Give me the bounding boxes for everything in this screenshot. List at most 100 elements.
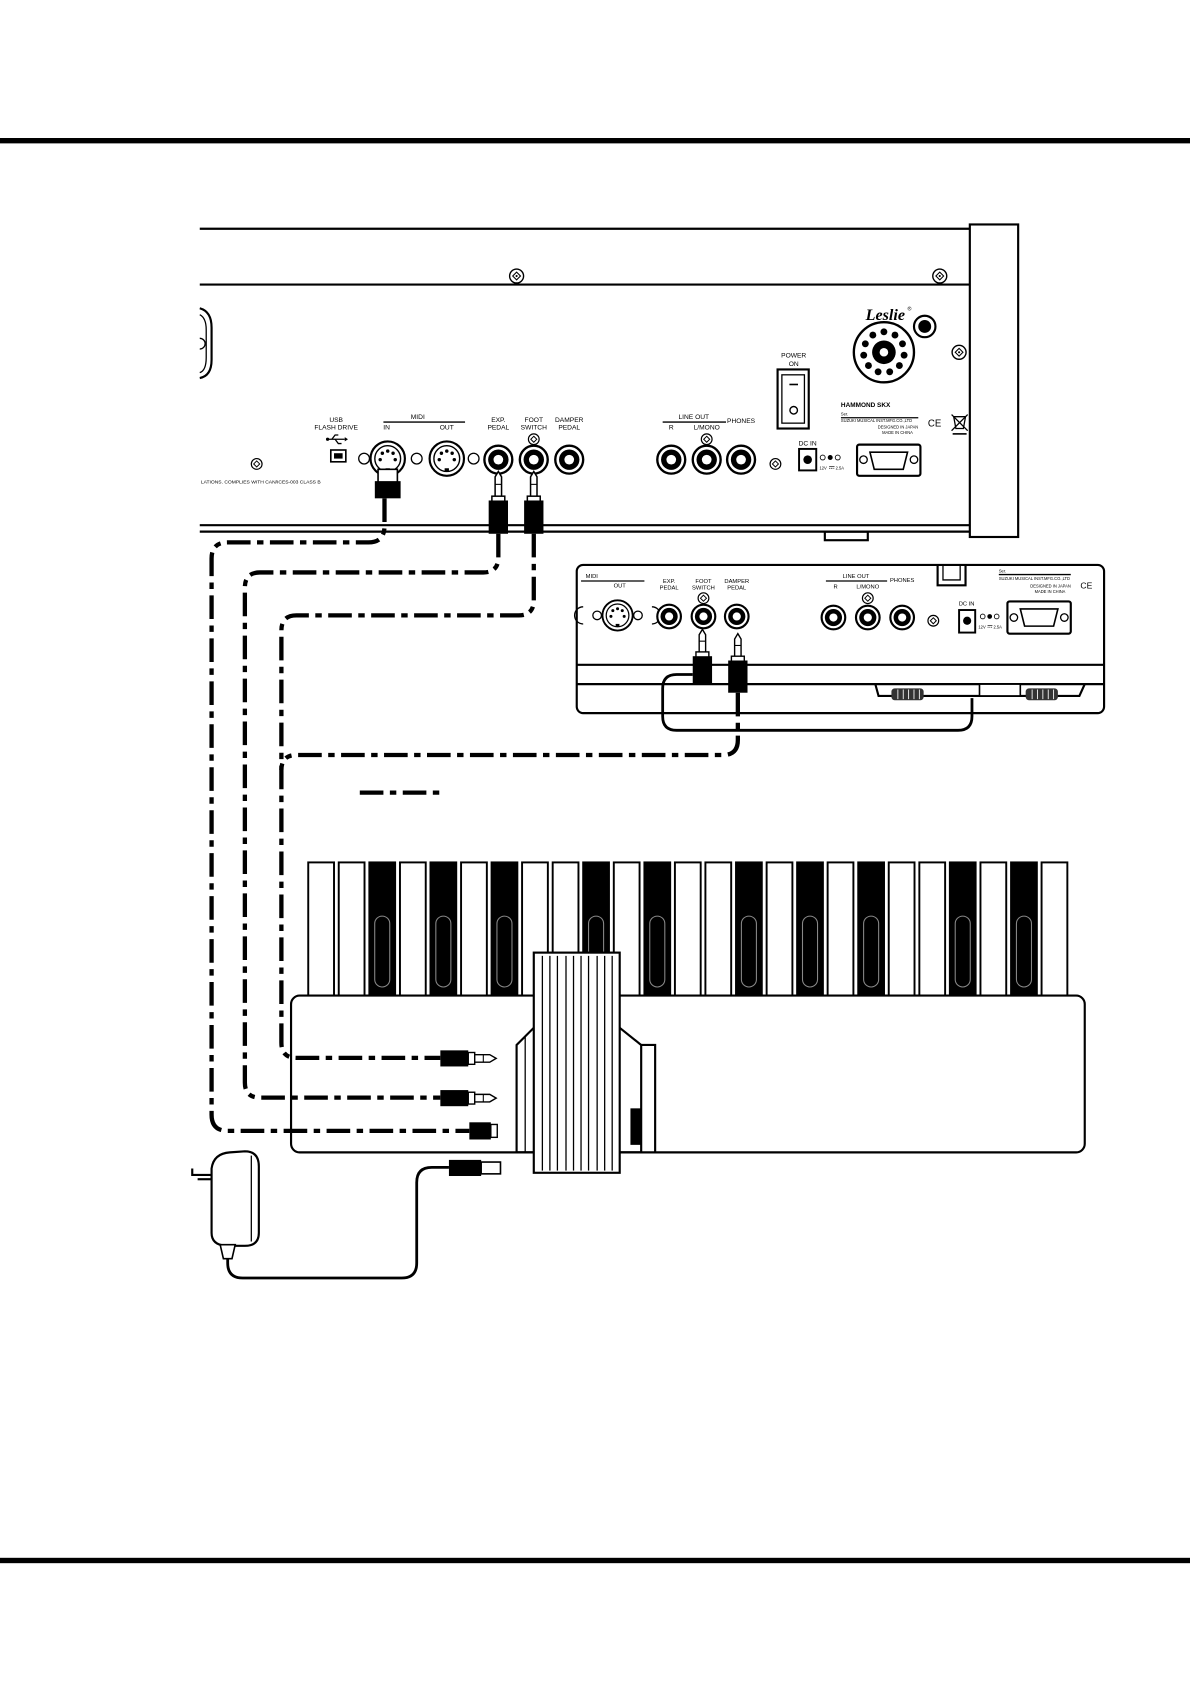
pedal-key-black bbox=[429, 861, 458, 1003]
damper-pedal-cable bbox=[279, 692, 740, 771]
registered-mark: ® bbox=[908, 305, 912, 312]
pedal-key-black bbox=[857, 861, 885, 1003]
pedal-key-black bbox=[948, 861, 977, 1003]
line-out-r-jack bbox=[656, 444, 687, 475]
pedal-key-white bbox=[979, 861, 1008, 1003]
usb-icon bbox=[325, 434, 348, 445]
connector-pin bbox=[891, 331, 899, 339]
screw-icon bbox=[769, 457, 782, 470]
bottom-rule bbox=[0, 1557, 1190, 1564]
dc-in-jack bbox=[958, 609, 977, 634]
connector-pin bbox=[899, 340, 906, 348]
damper-pedal-jack bbox=[723, 603, 750, 630]
pedal-key-white bbox=[704, 861, 733, 1003]
exp-pedal-label-2: PEDAL bbox=[660, 586, 680, 592]
midi-label: MIDI bbox=[411, 414, 425, 421]
maker-name: SUZUKI MUSICAL INST.MFG.CO.,LTD bbox=[999, 576, 1070, 581]
leslie-11-pin-connector bbox=[852, 321, 916, 384]
exp-pedal-label-2: PEDAL bbox=[487, 425, 509, 432]
panel-feet bbox=[874, 683, 1086, 701]
line-out-l-label: L/MONO bbox=[694, 425, 720, 432]
power-switch bbox=[776, 368, 810, 430]
phones-jack bbox=[725, 444, 757, 475]
line-out-label: LINE OUT bbox=[678, 414, 709, 421]
damper-pedal-jack bbox=[554, 444, 585, 475]
side-bracket bbox=[199, 307, 213, 380]
polarity-icon bbox=[819, 454, 841, 461]
pedalboard-switch bbox=[630, 1108, 642, 1145]
connector-pin bbox=[874, 368, 882, 376]
line-out-l-jack bbox=[691, 444, 722, 475]
exp-pedal-plug bbox=[488, 470, 509, 534]
pedal-key-slot bbox=[649, 915, 666, 988]
pedal-key-slot bbox=[954, 915, 971, 988]
midi-out-label: OUT bbox=[440, 425, 454, 432]
pedal-key-white bbox=[460, 861, 488, 1003]
line-out-l-label: L/MONO bbox=[856, 585, 879, 591]
pedal-key-black bbox=[368, 861, 397, 1003]
pedal-key-black bbox=[796, 861, 824, 1003]
pedal-key-slot bbox=[740, 915, 757, 988]
pedal-key-white bbox=[337, 861, 366, 1003]
organ-rear-panel: Leslie ® POWER ON HAMMOND SKX Ser. SUZUK… bbox=[199, 223, 1020, 542]
pedal-key-slot bbox=[435, 915, 452, 988]
dc-current: 2.5A bbox=[836, 465, 845, 470]
ce-mark: CE bbox=[928, 418, 942, 429]
phones-jack bbox=[889, 604, 916, 631]
pedalboard-base bbox=[289, 994, 1086, 1154]
ce-mark: CE bbox=[1080, 581, 1092, 591]
dc-voltage: 12V bbox=[819, 465, 827, 470]
dc-voltage: 12V bbox=[978, 624, 986, 629]
screw-icon bbox=[951, 344, 967, 360]
damper-pedal-label: DAMPER bbox=[555, 417, 584, 424]
pedal-key-white bbox=[398, 861, 427, 1003]
serial-label: Ser. bbox=[841, 412, 848, 417]
end-block bbox=[968, 223, 1020, 539]
model-name: HAMMOND SKX bbox=[841, 402, 891, 409]
weee-bin-icon bbox=[951, 414, 969, 435]
midi-cable bbox=[209, 498, 470, 1134]
line-out-label: LINE OUT bbox=[843, 574, 870, 580]
line-out-r-label: R bbox=[833, 585, 837, 591]
foot-switch-label: FOOT bbox=[525, 417, 543, 424]
pedal-plug-1 bbox=[440, 1050, 498, 1067]
pedal-key-white bbox=[918, 861, 947, 1003]
screw-icon bbox=[700, 433, 713, 446]
foot-switch-plug bbox=[524, 470, 544, 534]
dc-in-label: DC IN bbox=[959, 602, 975, 608]
foot-switch-jack bbox=[690, 603, 717, 630]
foot-switch-plug bbox=[692, 627, 713, 685]
dc-symbol-icon bbox=[829, 466, 835, 469]
damper-pedal-plug bbox=[728, 632, 748, 693]
midi-out-port bbox=[428, 440, 466, 477]
pedal-key-slot bbox=[801, 915, 819, 988]
midi-out-label: OUT bbox=[614, 583, 627, 589]
compliance-text: LATIONS. COMPLIES WITH CAN/ICES-003 CLAS… bbox=[201, 479, 322, 485]
screw-icon bbox=[527, 433, 540, 446]
exp-pedal-jack bbox=[656, 603, 682, 630]
dsub-connector bbox=[855, 443, 922, 477]
exp-pedal-label: EXP. bbox=[663, 579, 676, 585]
pedal-key-white bbox=[307, 861, 335, 1003]
power-on-label: ON bbox=[789, 361, 799, 368]
top-rule bbox=[0, 138, 1190, 144]
switch-bottom bbox=[936, 564, 967, 587]
pedal-key-slot bbox=[863, 915, 880, 988]
connector-pin bbox=[895, 362, 903, 370]
usb-port bbox=[329, 449, 347, 463]
midi-out-port bbox=[601, 599, 634, 632]
damper-pedal-label-2: PEDAL bbox=[727, 586, 747, 592]
power-label: POWER bbox=[781, 353, 806, 360]
power-plug bbox=[448, 1159, 502, 1177]
pedal-key-slot bbox=[496, 915, 513, 988]
dc-current: 2.5A bbox=[993, 624, 1002, 629]
leslie-power-jack bbox=[912, 314, 937, 339]
phones-label: PHONES bbox=[727, 418, 756, 425]
polarity-icon bbox=[979, 613, 1000, 620]
screw-icon bbox=[861, 592, 874, 605]
pedal-key-black bbox=[1010, 861, 1038, 1003]
dc-symbol-icon bbox=[987, 625, 993, 628]
screw-icon bbox=[508, 268, 525, 284]
connector-pin bbox=[865, 362, 872, 370]
